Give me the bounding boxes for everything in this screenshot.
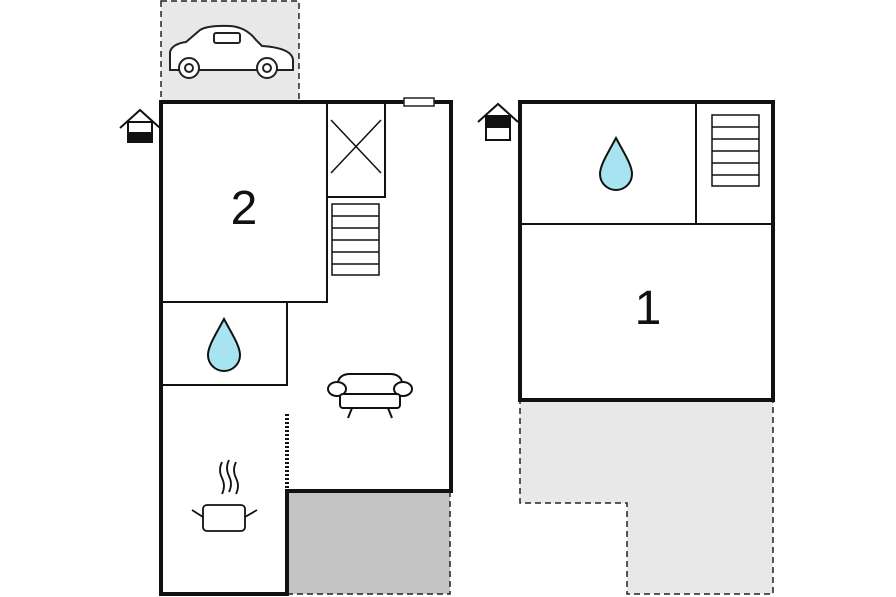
house-entrance-icon <box>477 102 519 141</box>
stairs-icon <box>331 203 380 276</box>
water-drop-icon <box>598 135 634 191</box>
water-drop-icon <box>206 316 242 372</box>
outdoor-area <box>519 399 774 595</box>
room-label-2: 2 <box>231 182 258 235</box>
house-entrance-icon <box>119 108 161 143</box>
stairs-icon <box>711 114 760 187</box>
cooking-pot-icon <box>191 459 258 532</box>
left-floor-walls <box>159 100 453 596</box>
window <box>403 97 435 107</box>
covered-terrace <box>287 491 451 595</box>
room-label-1: 1 <box>635 282 662 335</box>
right-floor-walls <box>518 100 775 402</box>
car-icon <box>169 24 294 79</box>
sofa-icon <box>327 373 413 419</box>
void-cross-icon <box>330 119 382 174</box>
